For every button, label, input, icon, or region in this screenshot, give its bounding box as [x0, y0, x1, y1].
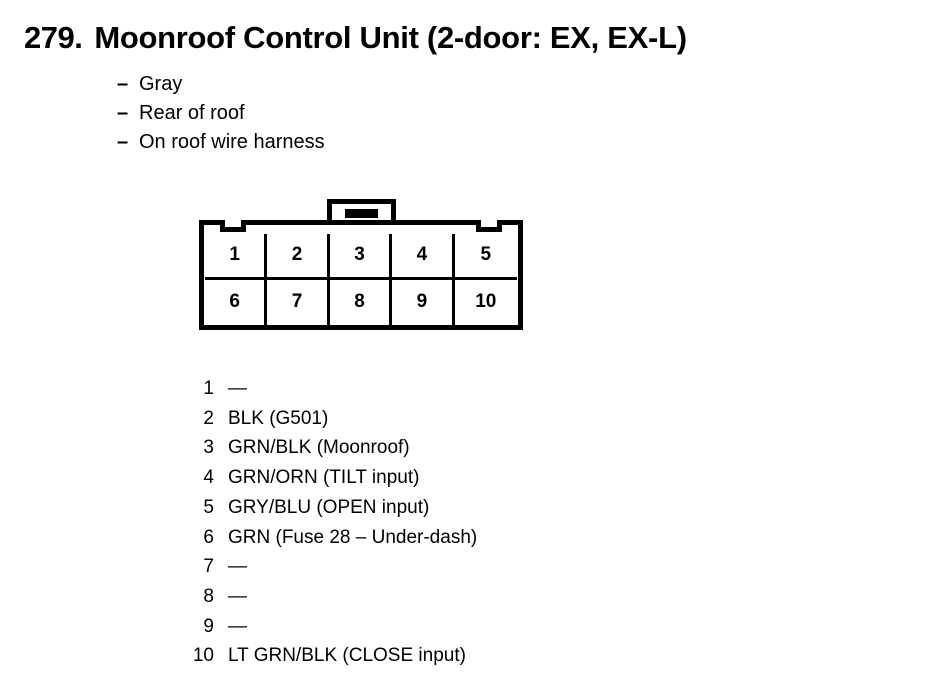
bullet-dash-icon: –	[117, 102, 129, 124]
connector-note-text: Gray	[139, 73, 183, 95]
terminal-cell: 7	[267, 279, 330, 325]
connector-body	[199, 220, 523, 330]
pin-description: GRY/BLU (OPEN input)	[228, 496, 430, 518]
pin-description: —	[228, 585, 247, 607]
pin-number: 7	[203, 556, 214, 578]
pin-number: 4	[203, 467, 214, 489]
connector-notes-list: –Gray –Rear of roof –On roof wire harnes…	[117, 70, 325, 157]
connector-note: –Gray	[117, 70, 325, 99]
connector-notch-left	[220, 220, 246, 232]
pin-legend: 1 — 2 BLK (G501) 3 GRN/BLK (Moonroof) 4 …	[177, 374, 477, 671]
pin-number: 6	[203, 526, 214, 548]
pin-legend-row: 6 GRN (Fuse 28 – Under-dash)	[177, 523, 477, 553]
connector-diagram: 1 2 3 4 5 6 7 8 9 10	[199, 199, 531, 335]
pin-number: 8	[203, 585, 214, 607]
pin-legend-row: 1 —	[177, 374, 477, 404]
terminal-cell: 9	[392, 279, 455, 325]
pin-legend-row: 7 —	[177, 552, 477, 582]
pin-legend-row: 3 GRN/BLK (Moonroof)	[177, 433, 477, 463]
connector-terminal-grid: 1 2 3 4 5 6 7 8 9 10	[205, 234, 517, 325]
terminal-cell: 8	[330, 279, 393, 325]
pin-description: GRN (Fuse 28 – Under-dash)	[228, 526, 478, 548]
pin-number: 1	[203, 378, 214, 399]
bullet-dash-icon: –	[117, 73, 129, 95]
terminal-cell: 1	[205, 234, 268, 280]
pin-legend-row: 2 BLK (G501)	[177, 404, 477, 434]
pin-number: 2	[203, 407, 214, 429]
pin-description: —	[228, 615, 247, 637]
pin-description: —	[228, 556, 247, 578]
page-title: 279. Moonroof Control Unit (2-door: EX, …	[24, 20, 687, 56]
pin-legend-row: 9 —	[177, 612, 477, 642]
page-title-number: 279.	[24, 20, 83, 55]
terminal-cell: 2	[267, 234, 330, 280]
terminal-cell: 4	[392, 234, 455, 280]
pin-legend-row: 5 GRY/BLU (OPEN input)	[177, 493, 477, 523]
pin-description: BLK (G501)	[228, 407, 329, 429]
connector-note-text: Rear of roof	[139, 102, 245, 124]
pin-description: GRN/BLK (Moonroof)	[228, 437, 410, 459]
pin-legend-row: 4 GRN/ORN (TILT input)	[177, 463, 477, 493]
pin-description: GRN/ORN (TILT input)	[228, 467, 420, 489]
terminal-cell: 10	[475, 291, 497, 313]
connector-notch-right	[476, 220, 502, 232]
pin-description: LT GRN/BLK (CLOSE input)	[228, 645, 466, 667]
terminal-cell: 5	[454, 234, 517, 280]
pin-legend-row: 8 —	[177, 582, 477, 612]
connector-note-text: On roof wire harness	[139, 131, 325, 153]
connector-tab-slot	[345, 209, 378, 218]
connector-note: –Rear of roof	[117, 99, 325, 128]
bullet-dash-icon: –	[117, 131, 129, 153]
pin-number: 5	[203, 496, 214, 518]
page-title-text: Moonroof Control Unit (2-door: EX, EX-L)	[94, 20, 687, 55]
pin-number: 3	[203, 437, 214, 459]
terminal-cell: 3	[329, 234, 393, 280]
connector-note: –On roof wire harness	[117, 128, 325, 157]
pin-description: —	[228, 378, 247, 399]
terminal-cell: 6	[205, 279, 268, 325]
pin-number: 9	[203, 615, 214, 637]
pin-number: 10	[192, 645, 214, 667]
pin-legend-row: 10 LT GRN/BLK (CLOSE input)	[177, 641, 477, 671]
